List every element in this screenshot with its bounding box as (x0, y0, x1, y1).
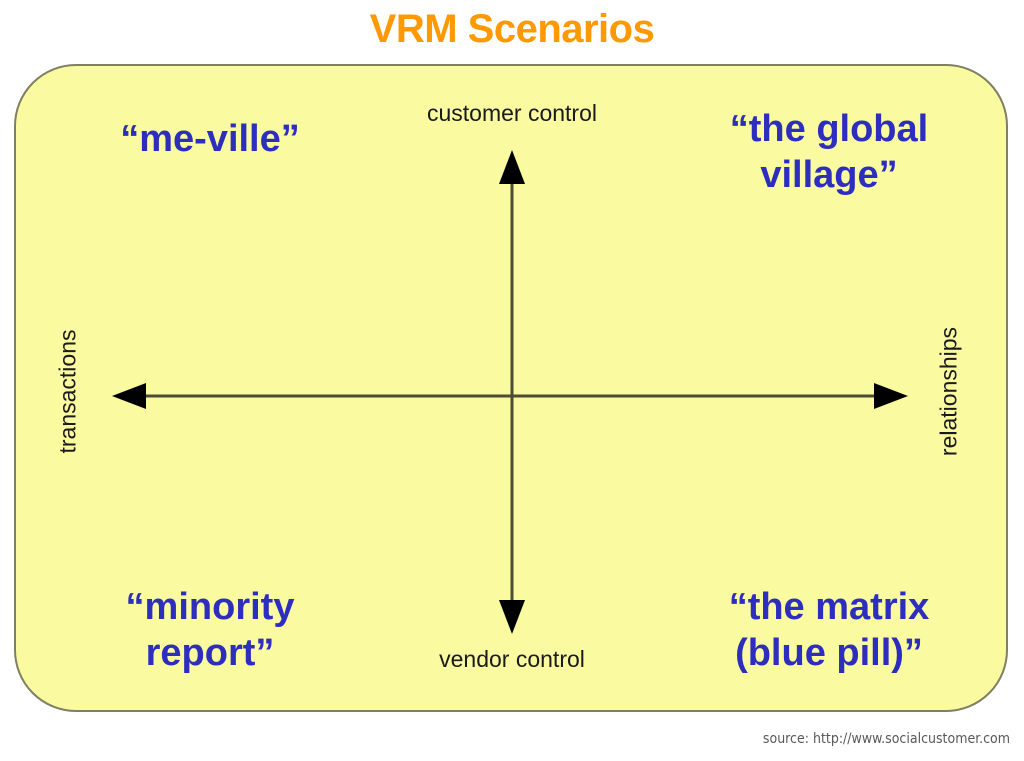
quadrant-label-minority-report: “minority report” (125, 586, 295, 674)
page-title: VRM Scenarios (369, 7, 655, 51)
quadrant-label-the-global-village: “the global village” (729, 108, 929, 196)
quadrant-label-the-matrix-blue-pill: “the matrix (blue pill)” (728, 586, 930, 674)
axis-label-transactions: transactions (54, 329, 81, 454)
source-attribution: source: http://www.socialcustomer.com (762, 731, 1010, 747)
axis-label-relationships: relationships (935, 326, 962, 457)
quadrant-label-me-ville: “me-ville” (120, 118, 300, 160)
axis-label-customer-control: customer control (426, 100, 597, 126)
axis-label-vendor-control: vendor control (439, 646, 585, 672)
